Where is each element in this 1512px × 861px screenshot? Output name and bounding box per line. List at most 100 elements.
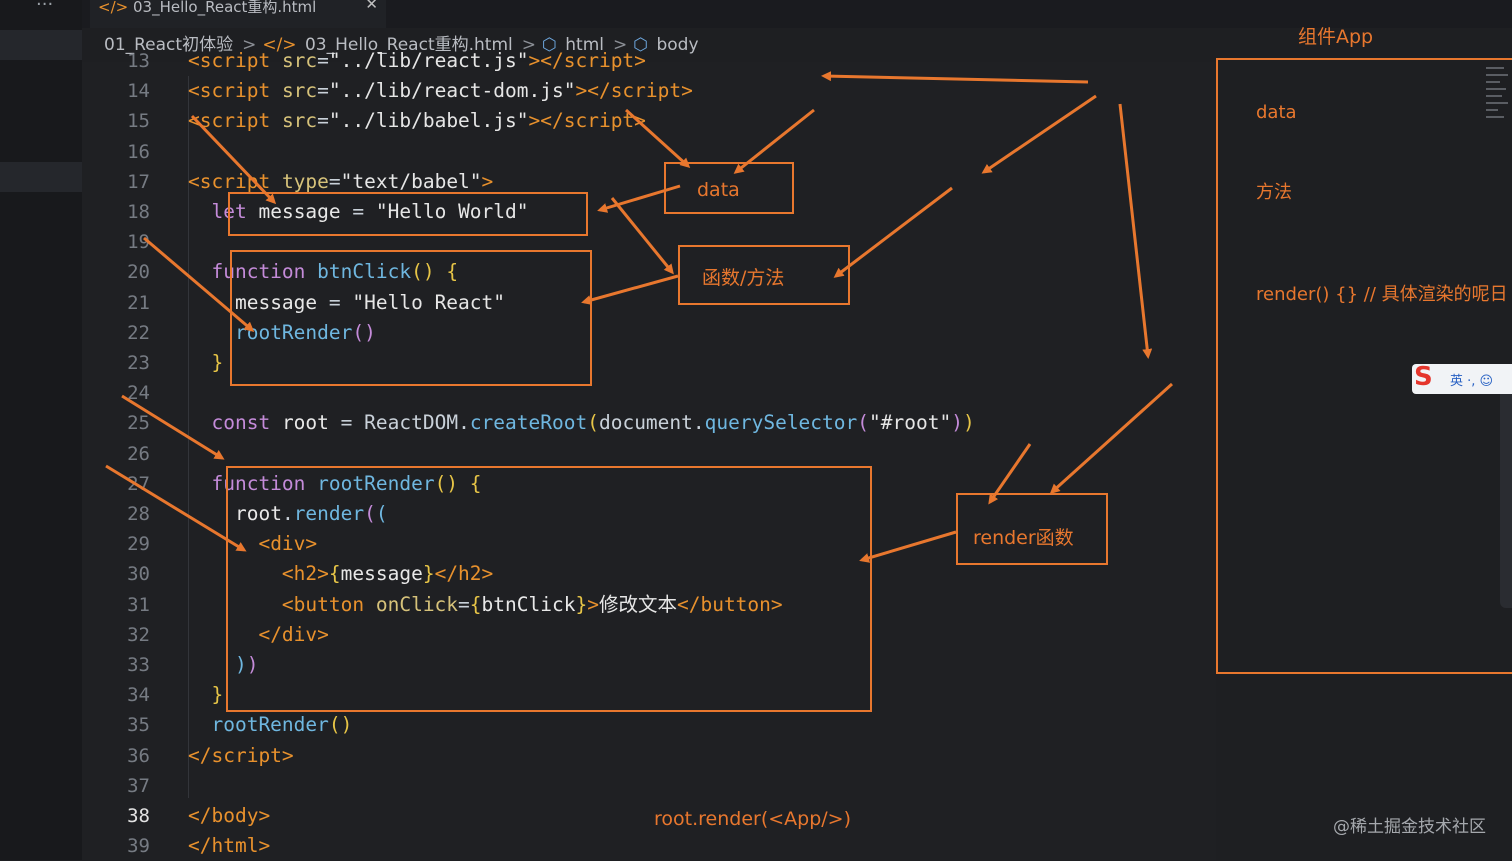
html-file-icon: </> (262, 35, 297, 55)
code-line[interactable]: 21 message = "Hello React" (82, 288, 1216, 318)
line-number: 26 (127, 442, 150, 465)
code-text: <script src="../lib/react.js"></script> (188, 49, 646, 72)
chevron-right-icon: > (612, 35, 628, 55)
symbol-cube-icon: ⬡ (542, 35, 557, 55)
rootrender-box (226, 466, 872, 712)
editor-tab[interactable]: </> 03_Hello_React重构.html ✕ (90, 0, 386, 28)
code-line[interactable]: 38</body> (82, 801, 1216, 831)
code-line[interactable]: 15<script src="../lib/babel.js"></script… (82, 106, 1216, 136)
code-line[interactable]: 13<script src="../lib/react.js"></script… (82, 46, 1216, 76)
arrow (581, 274, 679, 305)
minimap[interactable] (1484, 62, 1512, 142)
app-panel-data: data (1256, 102, 1297, 123)
code-line[interactable]: 20 function btnClick() { (82, 257, 1216, 287)
code-text: } (211, 683, 224, 707)
breadcrumb-file[interactable]: 03_Hello_React重构.html (304, 35, 513, 55)
line-number: 28 (127, 503, 150, 525)
arrow (1118, 103, 1153, 359)
code-line[interactable]: 32 </div> (82, 620, 1216, 650)
line-number: 34 (127, 684, 150, 707)
code-text: )) (234, 653, 259, 676)
activity-item[interactable] (0, 30, 82, 60)
code-line[interactable]: 19 (82, 227, 1216, 257)
chevron-right-icon: > (521, 35, 536, 55)
code-line[interactable]: 35 rootRender() (82, 710, 1216, 740)
code-text: } (211, 351, 224, 374)
code-line[interactable]: 22 rootRender() (82, 318, 1216, 348)
line-number: 30 (127, 563, 150, 586)
breadcrumb-html[interactable]: html (565, 35, 604, 55)
arrow (190, 114, 277, 205)
code-line[interactable]: 30 <h2>{message}</h2> (82, 559, 1216, 589)
line-number: 15 (127, 110, 150, 133)
arrow (105, 464, 247, 552)
line-number: 36 (127, 744, 150, 767)
code-line[interactable]: 16 (82, 137, 1216, 167)
arrow (121, 394, 225, 460)
line-number: 31 (127, 593, 150, 616)
code-text: </script> (188, 743, 294, 767)
code-line[interactable]: 23 } (82, 348, 1216, 378)
code-line[interactable]: 27 function rootRender() { (82, 469, 1216, 499)
arrow (988, 443, 1032, 505)
code-text: </div> (258, 622, 329, 646)
activity-bar: ··· (0, 0, 82, 860)
arrow (610, 197, 674, 275)
render-label: render函数 (973, 527, 1074, 549)
message-box (228, 192, 588, 236)
render-label-box (956, 493, 1108, 565)
ime-status: 英 ·, ☺ (1450, 374, 1494, 389)
code-line[interactable]: 31 <button onClick={btnClick}>修改文本</butt… (82, 590, 1216, 620)
line-number: 22 (127, 321, 150, 344)
arrow (733, 108, 815, 174)
tab-label: 03_Hello_React重构.html (132, 0, 317, 16)
code-line[interactable]: 34 } (82, 680, 1216, 710)
app-panel-method: 方法 (1256, 182, 1292, 203)
vertical-scrollbar[interactable] (1500, 380, 1512, 608)
arrow (833, 186, 953, 278)
breadcrumb-folder[interactable]: 01_React初体验 (104, 35, 234, 55)
code-text: rootRender() (211, 713, 353, 737)
breadcrumb-body[interactable]: body (656, 35, 699, 55)
code-line[interactable]: 36 </script> (82, 741, 1216, 771)
code-text: <script src="../lib/react-dom.js"></scri… (188, 79, 693, 103)
code-line[interactable]: 37 (82, 771, 1216, 801)
arrow (981, 94, 1097, 174)
symbol-cube-icon: ⬡ (633, 35, 649, 55)
line-number: 17 (127, 170, 150, 193)
code-line[interactable]: 33 )) (82, 650, 1216, 680)
more-icon[interactable]: ··· (36, 0, 54, 15)
arrow (624, 108, 691, 169)
code-line[interactable]: 14 <script src="../lib/react-dom.js"></sc… (82, 76, 1216, 106)
method-label-box (678, 245, 850, 305)
code-text: <button onClick={btnClick}>修改文本</button> (281, 592, 783, 616)
tab-bar: </> 03_Hello_React重构.html ✕ (82, 0, 1512, 28)
arrow (859, 530, 957, 563)
app-panel-render: render() {} // 具体渲染的呢日 (1256, 284, 1508, 305)
breadcrumb: 01_React初体验></> 03_Hello_React重构.html>⬡ … (82, 28, 1212, 62)
line-number: 32 (127, 623, 150, 646)
code-text: </body> (188, 804, 271, 827)
code-line[interactable]: 28 root.render(( (82, 499, 1216, 529)
code-line[interactable]: 26 (82, 439, 1216, 469)
code-line[interactable]: 18 let message = "Hello World" (82, 197, 1216, 227)
app-panel-title: 组件App (1298, 26, 1374, 48)
line-number: 14 (127, 80, 150, 103)
code-line[interactable]: 24 (82, 378, 1216, 408)
code-line[interactable]: 17<script type="text/babel"> (82, 167, 1216, 197)
line-number: 25 (127, 412, 150, 435)
code-text: </html> (188, 834, 271, 858)
activity-item[interactable] (0, 162, 82, 192)
chevron-right-icon: > (242, 35, 257, 55)
line-number: 37 (127, 774, 150, 797)
code-text: message = "Hello React" (234, 290, 506, 314)
ime-toolbar[interactable]: S 英 ·, ☺ (1412, 362, 1512, 394)
data-label: data (697, 179, 740, 201)
line-number: 33 (127, 654, 150, 676)
line-number: 29 (127, 533, 150, 556)
code-line[interactable]: 25 const root = ReactDOM.createRoot(docu… (82, 408, 1216, 438)
code-line[interactable]: 29 <div> (82, 529, 1216, 559)
close-icon[interactable]: ✕ (365, 0, 378, 13)
code-line[interactable]: 39</html> (82, 831, 1216, 861)
